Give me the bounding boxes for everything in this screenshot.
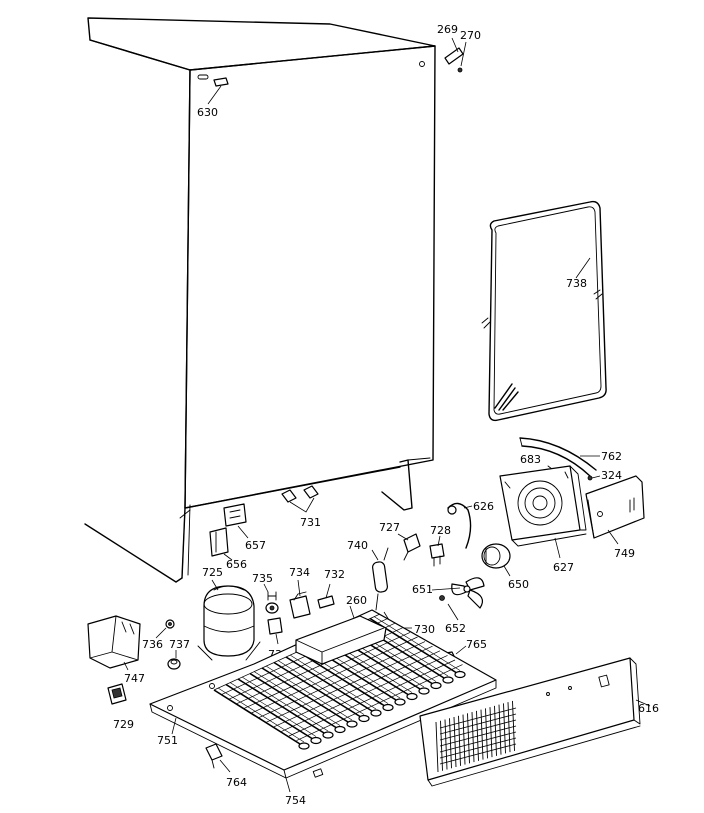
clip-732 [317,583,335,609]
hinge-269-270 [444,37,467,73]
callout-762: 762 [601,450,622,463]
shield-260 [295,605,387,665]
callout-731: 731 [300,516,321,529]
callout-657: 657 [245,539,266,552]
callout-735: 735 [252,572,273,585]
compressor-725 [197,579,261,661]
callout-740: 740 [347,539,368,552]
callout-754: 754 [285,794,306,807]
callout-616: 616 [638,702,659,715]
callout-729: 729 [113,718,134,731]
grille-616 [419,657,651,787]
callout-727: 727 [379,521,400,534]
wiring-626 [447,502,473,549]
gasket-738 [481,200,607,422]
cover-747 [87,615,141,671]
callout-260: 260 [346,594,367,607]
tube-762 [519,437,600,477]
callout-728: 728 [430,524,451,537]
clip-764 [205,743,231,773]
cabinet [84,17,436,583]
callout-751: 751 [157,734,178,747]
callout-651: 651 [412,583,433,596]
base-751 [149,609,497,779]
part-727 [397,533,421,561]
callout-749: 749 [614,547,635,560]
callout-765: 765 [466,638,487,651]
callout-738: 738 [566,277,587,290]
bracket-656 [209,527,233,561]
fan-shroud-627 [499,465,587,559]
callout-734: 734 [289,566,310,579]
callout-627: 627 [553,561,574,574]
clips-731 [281,485,319,513]
relay-729 [107,683,127,705]
callout-730: 730 [414,623,435,636]
relay-733 [267,617,283,645]
callout-656: 656 [226,558,247,571]
callout-324: 324 [601,469,622,482]
callout-269: 269 [437,23,458,36]
callout-725: 725 [202,566,223,579]
bracket-657 [223,503,249,539]
nut-652 [439,595,459,621]
callout-630: 630 [197,106,218,119]
overload-734 [289,579,311,619]
callout-747: 747 [124,672,145,685]
cover-749 [585,475,645,545]
grille-slots [435,700,517,773]
part-728 [429,535,445,567]
callout-737: 737 [169,638,190,651]
callout-683: 683 [520,453,541,466]
callout-650: 650 [508,578,529,591]
grommet-736 [155,619,175,639]
fan-blade-651 [431,577,485,609]
fan-motor-650 [481,543,511,577]
latch-630 [207,77,229,105]
callout-626: 626 [473,500,494,513]
grommet-737 [167,650,181,670]
dryer-740 [371,547,389,611]
callout-764: 764 [226,776,247,789]
fitting-735 [263,583,279,614]
callout-270: 270 [460,29,481,42]
callout-732: 732 [324,568,345,581]
callout-652: 652 [445,622,466,635]
clip-324 [587,475,593,481]
callout-736: 736 [142,638,163,651]
leader-754 [285,777,291,793]
